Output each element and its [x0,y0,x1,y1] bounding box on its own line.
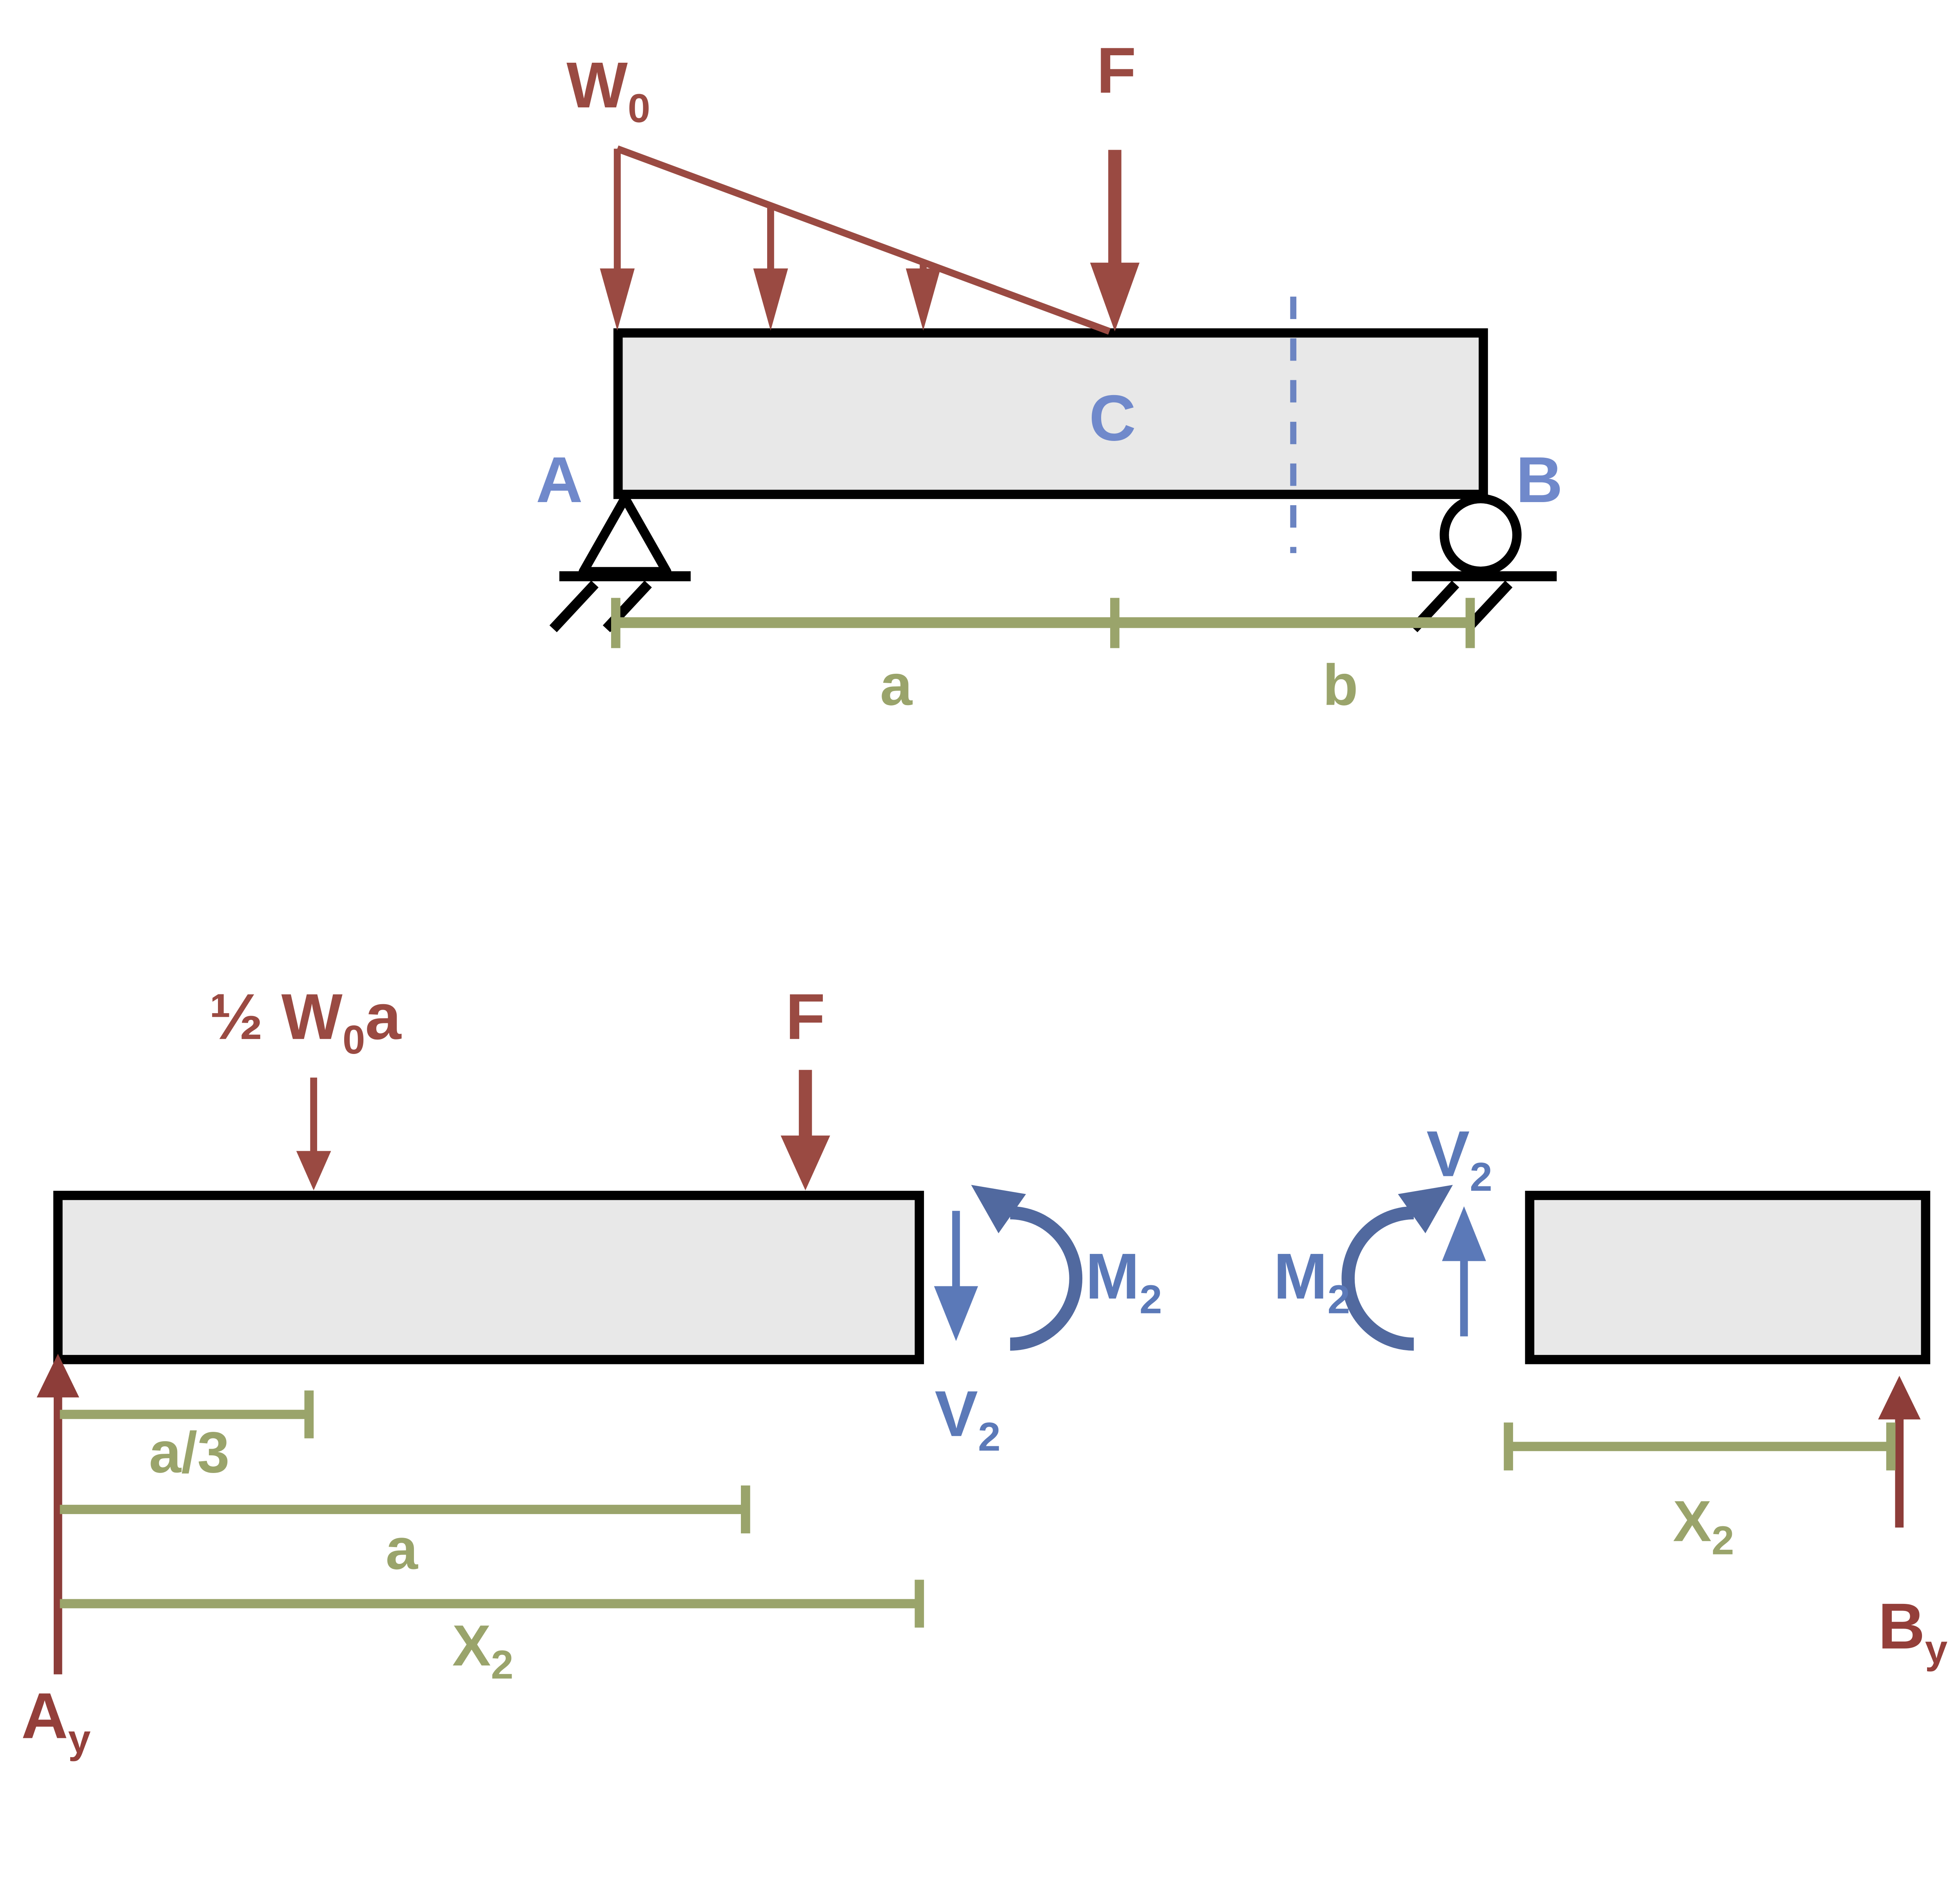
resultant-load-label: ½ W0a [209,981,402,1062]
force-f-label: F [1096,34,1136,107]
shear-v2-label: V2 [1426,1118,1492,1199]
point-c-label: C [1089,382,1136,454]
beam-left-segment [53,1191,924,1364]
dimension-a-third [60,1390,314,1438]
support-b-label: B [1516,444,1563,516]
support-a-label: A [536,444,583,516]
dimension-x2 [1504,1422,1896,1471]
beam [613,328,1488,499]
shear-v2-arrow [1442,1206,1486,1337]
moment-m2-label: M2 [1274,1240,1350,1322]
distributed-load-slant-line [616,145,1111,335]
distributed-load-arrow [600,149,635,331]
shear-v2-arrow [934,1211,978,1341]
force-f-label: F [786,981,825,1053]
beam-right-segment [1525,1191,1931,1364]
dimension-x2-label: X2 [1673,1489,1734,1563]
dimension-x2-label: X2 [452,1613,514,1687]
reaction-by-arrow [1878,1376,1921,1528]
shear-v2-label: V2 [935,1378,1000,1459]
moment-m2-arrow [971,1185,1083,1351]
left-section-fbd: ½ W0a F V2 M2 a/3 a X2 Ay [21,981,1162,1761]
force-arrow-f [780,1070,830,1191]
resultant-load-arrow [296,1077,331,1191]
dimension-a [60,1485,750,1534]
moment-m2-label: M2 [1085,1240,1162,1322]
reaction-by-label: By [1878,1590,1947,1672]
reaction-ay-arrow [36,1353,80,1674]
right-section-fbd: V2 M2 X2 By [1274,1118,1948,1672]
reaction-ay-label: Ay [21,1680,91,1761]
dimension-b-label: b [1323,653,1358,717]
distributed-load-label: W0 [566,49,650,131]
distributed-load-arrow [906,262,941,331]
roller-support-icon [1410,494,1557,632]
dimension-a-b [611,598,1475,648]
loaded-beam-diagram: W0 F C A B a b [536,34,1563,717]
dimension-x2 [60,1580,924,1628]
dimension-a-third-label: a/3 [149,1420,229,1485]
dimension-a-label: a [386,1517,419,1582]
dimension-a-label: a [880,653,913,717]
distributed-load-arrow [753,205,788,331]
force-arrow-f [1090,150,1140,332]
pin-support-icon [549,493,691,632]
moment-m2-arrow [1341,1185,1453,1351]
